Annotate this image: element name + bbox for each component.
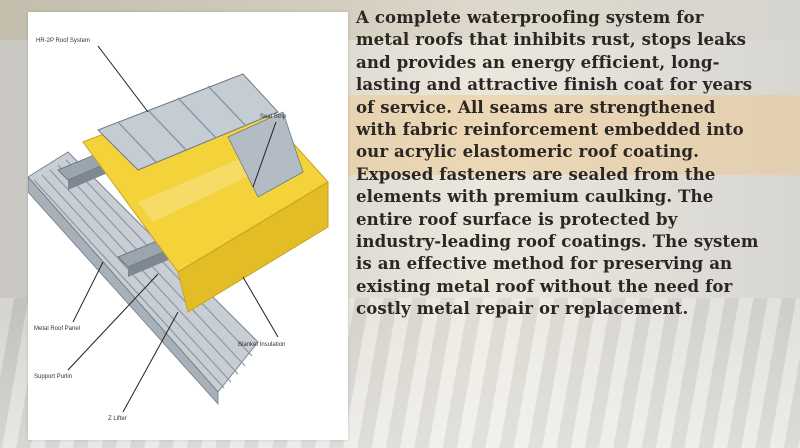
roof-diagram-card: HR-2P Roof System Seal Strip Metal Roof … — [28, 12, 348, 440]
callout-insulation: Blanket Insulation — [238, 342, 285, 348]
text-line: costly metal repair or replacement. — [356, 298, 689, 319]
text-line: elements with premium caulking. The — [356, 186, 714, 207]
text-line: of service. All seams are strengthened — [356, 96, 716, 117]
text-line: metal roofs that inhibits rust, stops le… — [356, 29, 747, 50]
text-line: with fabric reinforcement embedded into — [356, 119, 744, 140]
callout-support-purlin: Support Purlin — [34, 374, 72, 380]
callout-labels: HR-2P Roof System Seal Strip Metal Roof … — [34, 38, 287, 422]
text-line: entire roof surface is protected by — [356, 208, 678, 229]
text-line: lasting and attractive finish coat for y… — [356, 74, 753, 95]
background-highlight — [330, 95, 800, 175]
callout-lines — [67, 45, 279, 413]
text-line: and provides an energy efficient, long- — [356, 51, 720, 72]
text-line: existing metal roof without the need for — [356, 275, 733, 296]
text-line: is an effective method for preserving an — [356, 253, 733, 274]
standing-seam-panel — [97, 73, 304, 198]
callout-z-lifter: Z Lifter — [108, 416, 127, 422]
roof-system-diagram — [28, 45, 329, 413]
callout-seal-strip: Seal Strip — [260, 114, 287, 120]
callout-metal-panel: Metal Roof Panel — [34, 326, 80, 332]
text-line: our acrylic elastomeric roof coating. — [356, 141, 699, 162]
text-line: industry-leading roof coatings. The syst… — [356, 231, 759, 252]
callout-roof-system: HR-2P Roof System — [36, 38, 90, 44]
text-line: A complete waterproofing system for — [356, 7, 704, 27]
description-text: A complete waterproofing system for meta… — [356, 6, 792, 320]
text-line: Exposed fasteners are sealed from the — [356, 163, 716, 184]
